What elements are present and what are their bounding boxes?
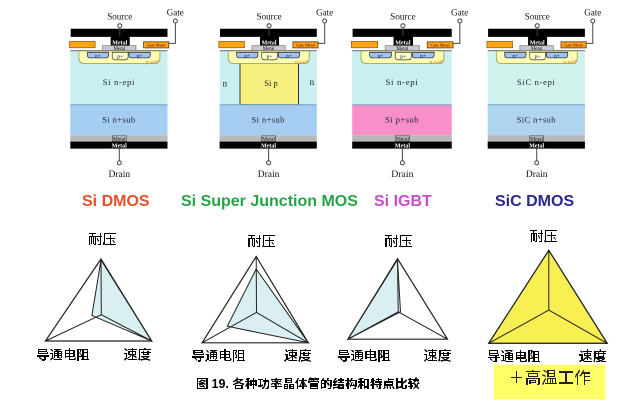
svg-text:Gate: Gate: [584, 8, 601, 18]
svg-text:n+: n+: [554, 53, 560, 59]
svg-text:n: n: [310, 77, 315, 87]
svg-text:Metal: Metal: [113, 137, 126, 143]
svg-text:p+: p+: [267, 54, 273, 60]
svg-text:Si n+sub: Si n+sub: [252, 115, 285, 125]
svg-text:Metal: Metal: [395, 40, 411, 46]
svg-text:Metal: Metal: [529, 144, 544, 150]
svg-text:Source: Source: [107, 11, 132, 21]
svg-text:Metal: Metal: [395, 144, 411, 150]
svg-text:Gate: Gate: [167, 8, 184, 18]
svg-text:Metal: Metal: [112, 144, 127, 150]
svg-text:Metal: Metal: [262, 137, 275, 143]
svg-text:n+: n+: [420, 53, 426, 59]
svg-text:Si n-epi: Si n-epi: [103, 77, 135, 87]
svg-text:n+: n+: [137, 53, 143, 59]
svg-text:p-well: p-well: [563, 60, 576, 65]
svg-text:Gate Metal: Gate Metal: [147, 43, 167, 48]
svg-text:p+: p+: [400, 54, 406, 60]
svg-text:p+: p+: [117, 54, 123, 60]
svg-text:Si p+sub: Si p+sub: [385, 115, 419, 125]
svg-text:n+: n+: [95, 53, 101, 59]
svg-text:Metal: Metal: [531, 47, 543, 52]
svg-text:p+: p+: [535, 54, 541, 60]
svg-text:Drain: Drain: [258, 170, 280, 180]
svg-text:Metal: Metal: [263, 47, 275, 52]
svg-text:n+: n+: [512, 53, 518, 59]
svg-text:Metal: Metal: [261, 144, 276, 150]
svg-text:Si n-epi: Si n-epi: [385, 77, 418, 87]
svg-text:Metal: Metal: [530, 40, 545, 46]
svg-text:Drain: Drain: [526, 170, 548, 180]
svg-text:Gate: Gate: [316, 8, 333, 18]
svg-text:Source: Source: [390, 11, 416, 21]
svg-text:SiC DMOS: SiC DMOS: [495, 193, 574, 210]
svg-text:Source: Source: [257, 11, 282, 21]
svg-text:n+: n+: [244, 53, 250, 59]
svg-text:Gate Metal: Gate Metal: [564, 43, 584, 48]
svg-text:Gate Metal: Gate Metal: [296, 43, 316, 48]
svg-text:SiC n-epi: SiC n-epi: [517, 77, 556, 87]
svg-text:SiC n+sub: SiC n+sub: [517, 115, 556, 125]
svg-text:Metal: Metal: [530, 137, 543, 143]
svg-text:n: n: [223, 79, 228, 89]
svg-text:Metal: Metal: [396, 137, 410, 143]
svg-text:Si p: Si p: [264, 78, 277, 88]
svg-text:n+: n+: [377, 53, 383, 59]
svg-text:p-well: p-well: [430, 59, 444, 65]
svg-text:p-well: p-well: [146, 60, 159, 65]
svg-text:19.: 19.: [212, 377, 229, 391]
svg-text:Source: Source: [525, 11, 550, 21]
svg-text:Si IGBT: Si IGBT: [374, 193, 432, 210]
svg-text:Gate Metal: Gate Metal: [431, 43, 451, 48]
svg-text:Drain: Drain: [108, 170, 130, 180]
svg-text:Metal: Metal: [112, 40, 127, 46]
svg-text:Si n+sub: Si n+sub: [102, 115, 135, 125]
svg-text:Drain: Drain: [391, 169, 413, 180]
svg-text:Gate: Gate: [451, 8, 468, 18]
svg-text:Si Super Junction MOS: Si Super Junction MOS: [181, 193, 358, 210]
svg-text:Metal: Metal: [262, 40, 277, 46]
svg-text:Metal: Metal: [396, 46, 409, 52]
svg-text:n+: n+: [286, 53, 292, 59]
svg-text:Si DMOS: Si DMOS: [82, 193, 150, 210]
svg-text:Metal: Metal: [113, 47, 125, 52]
svg-text:p-well: p-well: [295, 60, 308, 65]
